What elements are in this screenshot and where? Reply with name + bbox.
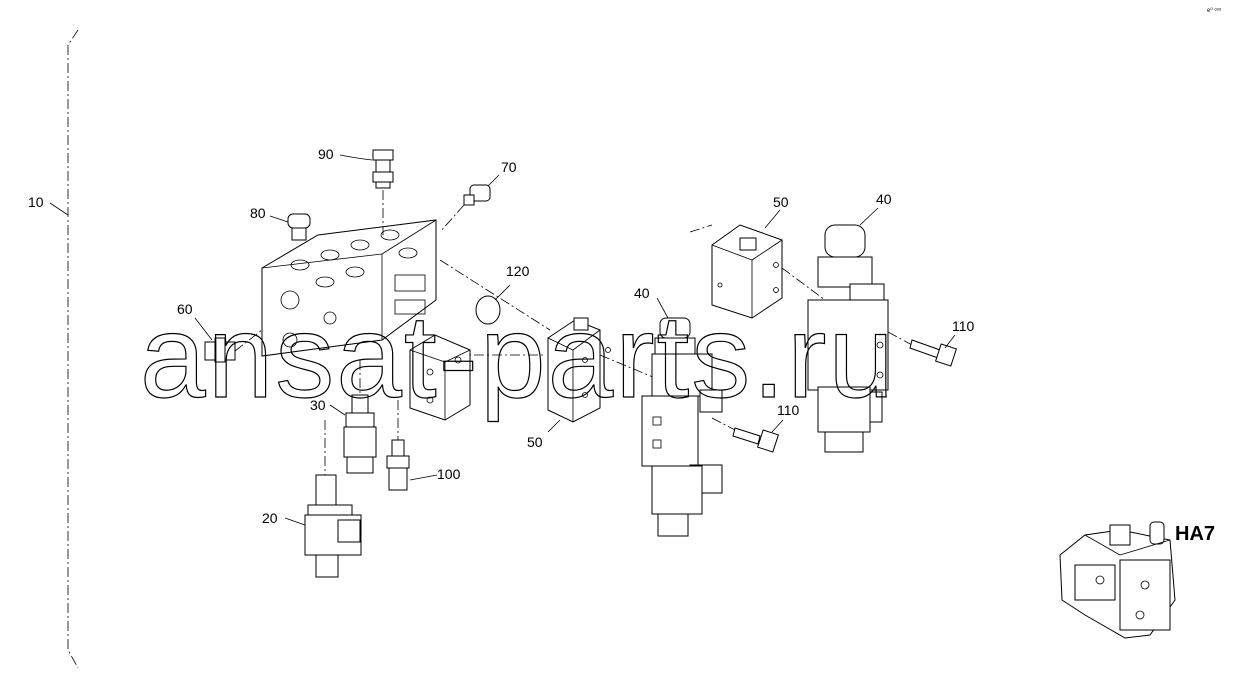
watermark-text: ansat-parts.ru [140,291,896,423]
seal-ring-120 [475,295,501,325]
callout-70: 70 [501,159,517,175]
leader-10 [49,202,69,216]
cover-plate [409,334,471,421]
valve-block-50-right [711,224,783,319]
leader-110a [944,334,956,349]
leader-120 [494,284,511,301]
bolt-110-right [909,339,958,367]
leader-110b [771,419,784,433]
callout-80: 80 [250,205,266,221]
callout-50-right: 50 [773,194,789,210]
plug-70 [463,184,491,206]
fitting-60 [204,337,236,363]
plug-80 [287,213,311,241]
cartridge-valve-30 [343,394,377,474]
callout-90: 90 [318,146,334,162]
solenoid-valve-40-left [641,317,723,537]
callout-10: 10 [28,194,44,210]
leader-90 [339,154,373,161]
leader-40a [656,297,669,319]
callout-110-right: 110 [952,318,975,334]
leader-50a [547,419,561,433]
callout-60: 60 [177,301,193,317]
leader-20 [284,517,306,526]
callout-120: 120 [506,263,530,279]
bolt-110-left [732,427,780,453]
leader-80 [269,215,289,223]
solenoid-valve-40-right [807,224,889,453]
valve-block-50-left [547,317,611,423]
callout-40-left: 40 [634,285,650,301]
leader-100 [409,474,438,481]
corner-text: e⁰ ᵒᵒᵒ [1207,7,1222,14]
leader-40b [859,207,879,226]
leader-70 [487,174,500,187]
callout-20: 20 [262,510,278,526]
callout-110-left: 110 [777,402,800,418]
inset-label: HA7 [1175,523,1215,545]
manifold-block [261,219,437,357]
callout-50-left: 50 [527,434,543,450]
callout-40-right: 40 [876,191,892,207]
leader-60 [194,317,213,341]
leader-50b [764,209,781,229]
solenoid-cartridge-20 [304,474,362,578]
callout-100: 100 [437,466,461,482]
fitting-90 [372,149,394,189]
inset-assembly-thumbnail [1059,521,1176,639]
callout-30: 30 [310,397,326,413]
assembly-bracket [67,29,79,669]
fitting-100 [386,439,410,491]
leader-30 [329,404,346,416]
